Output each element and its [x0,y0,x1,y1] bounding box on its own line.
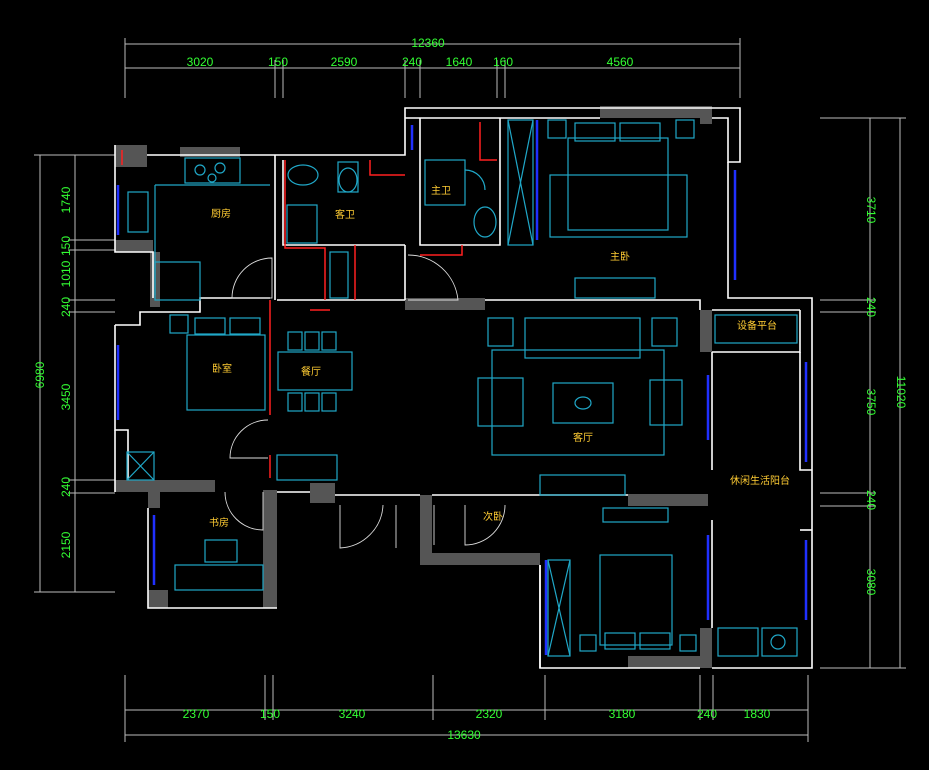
room-label-bedroom: 卧室 [212,362,232,375]
room-label-second-bedroom: 次卧 [483,510,503,523]
furniture [126,119,798,657]
room-label-leisure-balcony: 休闲生活阳台 [730,474,790,487]
dim-bottom-4: 2320 [476,707,503,721]
dim-top-3: 2590 [331,55,358,69]
room-label-study: 书房 [209,516,229,529]
dim-left-5: 3450 [59,383,73,410]
dim-top-7: 4560 [607,55,634,69]
windows [116,120,808,655]
dim-top-total: 12360 [411,36,445,50]
dim-bottom-6: 240 [697,707,717,721]
room-label-kitchen: 厨房 [211,207,231,220]
dim-top-5: 1640 [446,55,473,69]
red-partitions [121,122,497,478]
dim-right-1: 3710 [864,197,878,224]
dim-right-4: 240 [864,490,878,510]
dim-left-7: 2150 [59,531,73,558]
room-label-master-bedroom: 主卧 [610,250,630,263]
dim-top-4: 240 [402,55,422,69]
dim-right-5: 3080 [864,569,878,596]
dim-right-total: 11020 [894,376,908,409]
room-label-dining: 餐厅 [301,365,321,378]
dim-bottom-2: 150 [260,707,280,721]
dim-bottom-3: 3240 [339,707,366,721]
room-label-guest-bath: 客卫 [335,208,355,221]
dim-bottom-7: 1830 [744,707,771,721]
room-label-master-bath: 主卫 [431,185,451,197]
dim-left-2: 150 [59,236,73,256]
dimension-lines [34,38,906,742]
room-label-equipment-platform: 设备平台 [737,319,777,332]
dim-left-4: 240 [59,297,73,317]
dim-bottom-total: 13630 [447,728,481,742]
dim-left-6: 240 [59,477,73,497]
dim-left-total: 6980 [33,361,47,388]
dim-left-3: 1010 [59,260,73,287]
structural-columns [115,106,712,668]
dim-top-1: 3020 [187,55,214,69]
dim-bottom-5: 3180 [609,707,636,721]
dim-right-2: 240 [864,297,878,317]
doors [224,254,506,549]
dim-left-1: 1740 [59,186,73,213]
room-label-living: 客厅 [573,431,593,444]
dim-top-6: 160 [493,55,513,69]
dim-bottom-1: 2370 [183,707,210,721]
dim-right-3: 3750 [864,389,878,416]
dim-top-2: 150 [268,55,288,69]
